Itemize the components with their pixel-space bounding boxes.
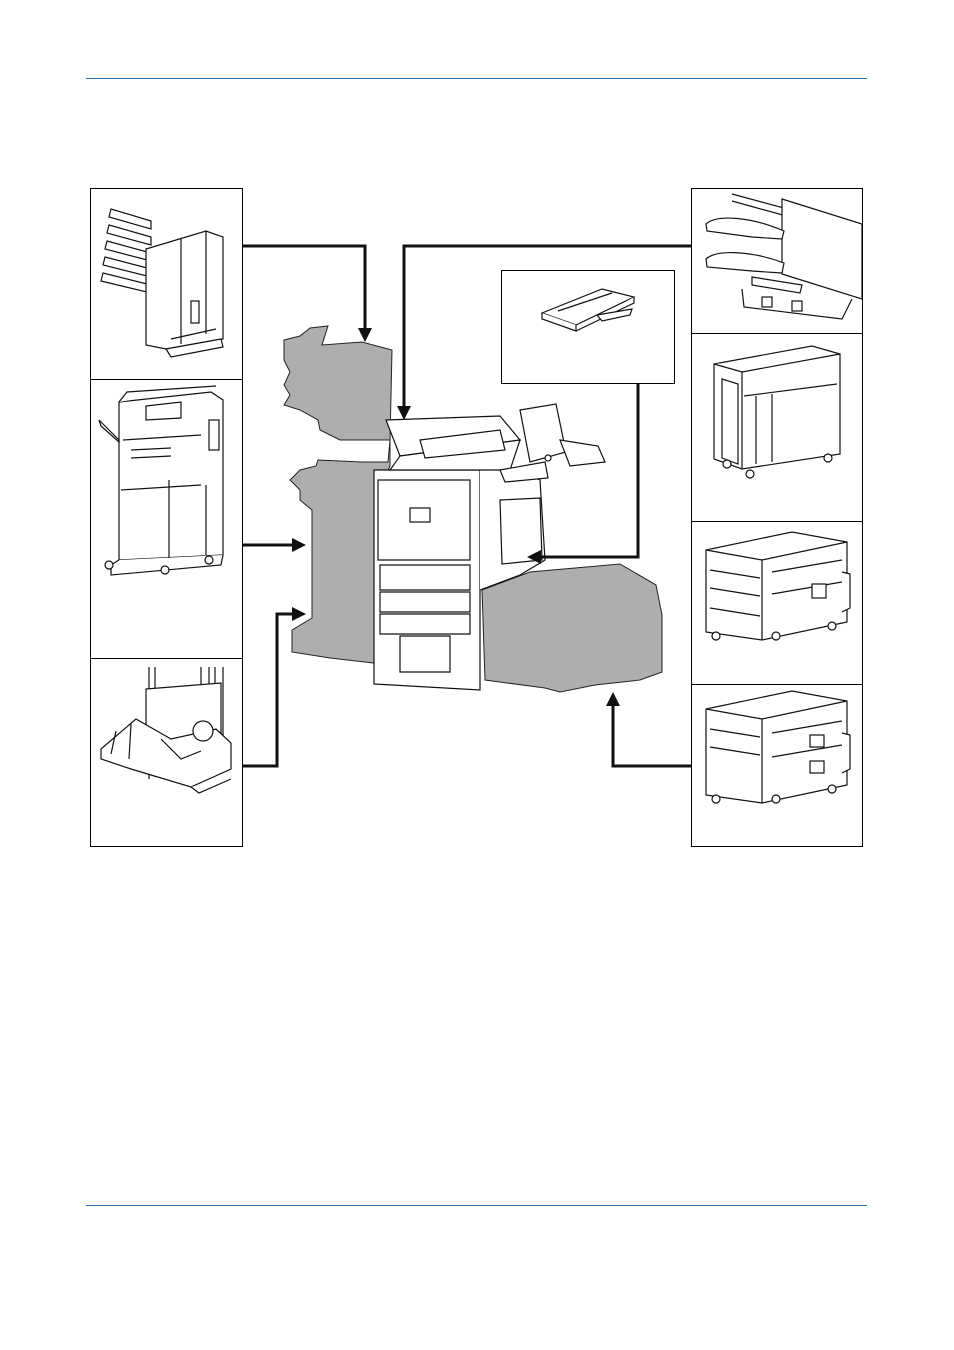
footer-rule bbox=[86, 1205, 867, 1206]
mailbox-arrow-head bbox=[358, 328, 372, 342]
side-feeder-arrow-head bbox=[606, 692, 620, 706]
mailbox-connector-line bbox=[243, 246, 365, 330]
folding-unit-connector-line bbox=[243, 614, 296, 766]
job-separator-arrow-head bbox=[397, 406, 411, 420]
job-separator-connector-line bbox=[404, 246, 691, 410]
side-feeder-connector-line bbox=[613, 706, 691, 766]
folding-unit-arrow-head bbox=[292, 607, 306, 621]
side-feeder-silhouette bbox=[482, 564, 662, 692]
finisher-arrow-head bbox=[292, 538, 306, 552]
